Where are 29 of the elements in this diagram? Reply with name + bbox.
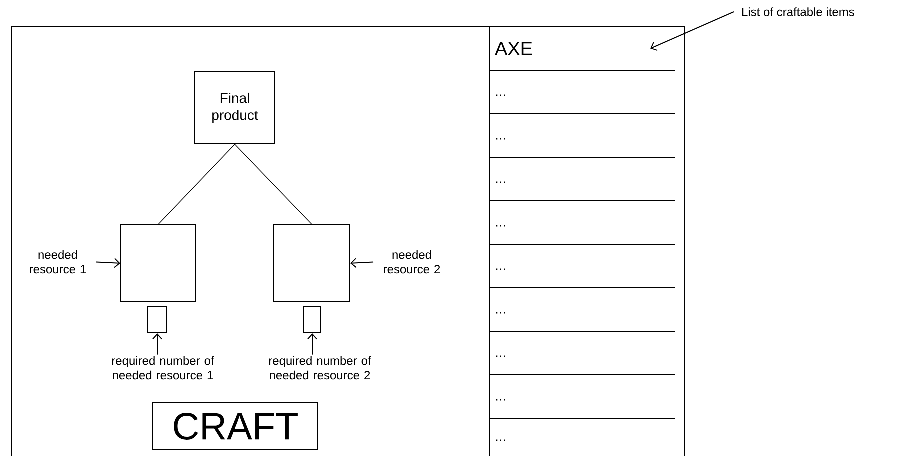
resource-label: required number of needed resource 2 <box>269 356 372 380</box>
arrow <box>350 258 374 268</box>
arrow <box>308 334 318 356</box>
empty-box <box>120 224 196 302</box>
empty-box <box>304 306 322 334</box>
arrow <box>650 12 734 52</box>
list-item: ... <box>496 440 506 442</box>
resource-label: needed resource 1 <box>30 250 86 274</box>
list-item: ... <box>490 94 676 114</box>
empty-box <box>274 224 350 302</box>
arrow <box>96 258 120 268</box>
list-item: ... <box>490 182 676 202</box>
resource-label: required number of needed resource 1 <box>112 356 214 380</box>
list-item: ... <box>490 268 676 288</box>
empty-box <box>148 306 168 334</box>
resource-label: needed resource 2 <box>384 250 440 274</box>
list-item: ... <box>490 138 676 158</box>
connector-line <box>158 144 236 225</box>
list-item: ... <box>490 399 676 419</box>
callout-text: List of craftable items <box>742 8 854 16</box>
item-list-column <box>490 26 686 456</box>
list-item: ... <box>490 225 676 245</box>
recipe-box: Final product <box>194 72 276 144</box>
list-item: ... <box>490 356 676 376</box>
craft-button: CRAFT <box>152 402 318 450</box>
list-item: AXE <box>490 42 676 71</box>
connector-line <box>234 144 312 225</box>
list-item: ... <box>490 312 676 332</box>
arrow <box>152 334 162 356</box>
